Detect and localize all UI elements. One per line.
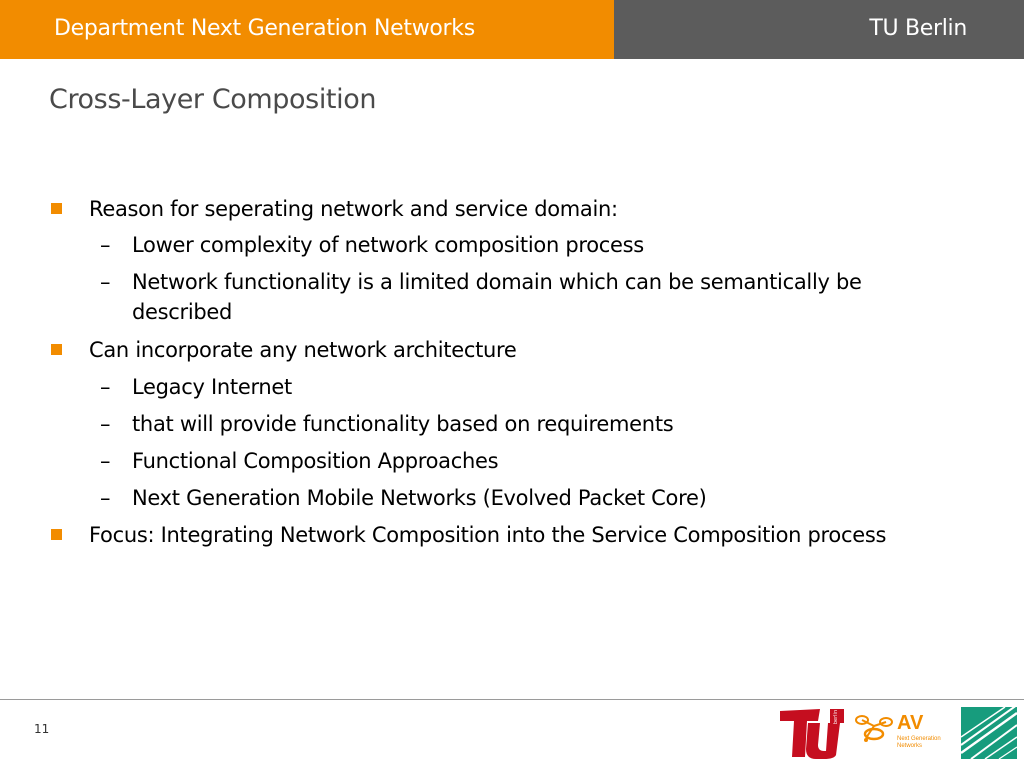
fraunhofer-logo-icon bbox=[961, 707, 1017, 759]
bullet-square-icon bbox=[51, 344, 62, 355]
bullet-item: Reason for seperating network and servic… bbox=[89, 197, 618, 221]
bullet-square-icon bbox=[51, 203, 62, 214]
sub-bullet-item: Lower complexity of network composition … bbox=[132, 233, 644, 257]
bullet-square-icon bbox=[51, 529, 62, 540]
svg-text:berlin: berlin bbox=[833, 710, 839, 724]
university-name: TU Berlin bbox=[869, 16, 967, 41]
av-logo-subtext: Next Generation Networks bbox=[897, 736, 941, 749]
footer-divider bbox=[0, 699, 1024, 700]
page-number: 11 bbox=[34, 722, 50, 736]
dash-icon: – bbox=[100, 449, 111, 473]
sub-bullet-item: Network functionality is a limited domai… bbox=[132, 270, 862, 324]
sub-bullet-item: Next Generation Mobile Networks (Evolved… bbox=[132, 486, 707, 510]
tu-berlin-logo-icon: berlin bbox=[780, 709, 844, 759]
sub-bullet-item: Functional Composition Approaches bbox=[132, 449, 499, 473]
dash-icon: – bbox=[100, 486, 111, 510]
av-logo-text: AV bbox=[897, 712, 924, 734]
sub-bullet-item: Legacy Internet bbox=[132, 375, 292, 399]
dash-icon: – bbox=[100, 233, 111, 257]
header-bar-left bbox=[0, 0, 614, 59]
dash-icon: – bbox=[100, 270, 111, 294]
dash-icon: – bbox=[100, 412, 111, 436]
sub-bullet-item: that will provide functionality based on… bbox=[132, 412, 674, 436]
av-network-logo-icon bbox=[855, 715, 893, 742]
department-title: Department Next Generation Networks bbox=[54, 16, 475, 41]
dash-icon: – bbox=[100, 375, 111, 399]
bullet-item: Focus: Integrating Network Composition i… bbox=[89, 523, 887, 547]
header-bar-right bbox=[614, 0, 1024, 59]
bullet-item: Can incorporate any network architecture bbox=[89, 338, 517, 362]
slide-title: Cross-Layer Composition bbox=[49, 84, 377, 115]
